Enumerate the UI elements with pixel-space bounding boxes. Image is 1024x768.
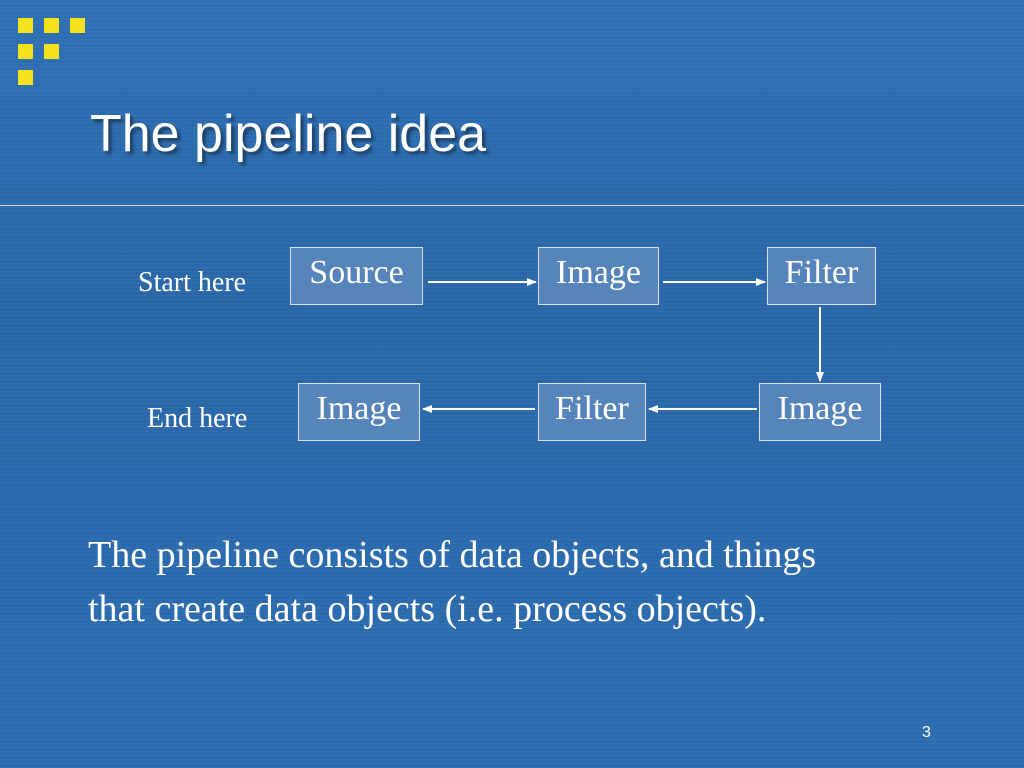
caption-line-1: The pipeline consists of data objects, a… — [88, 534, 817, 576]
logo-square — [18, 44, 33, 59]
logo-square — [70, 18, 85, 33]
node-image-2: Image — [759, 383, 881, 441]
title-divider — [0, 205, 1024, 206]
node-filter-2: Filter — [538, 383, 646, 441]
logo-squares — [0, 0, 100, 100]
logo-square — [44, 18, 59, 33]
start-label: Start here — [138, 267, 247, 298]
node-image-1: Image — [538, 247, 659, 305]
logo-square — [18, 18, 33, 33]
node-image-final: Image — [298, 383, 420, 441]
caption-line-2: that create data objects (i.e. process o… — [88, 588, 767, 630]
logo-square — [18, 70, 33, 85]
node-filter-1: Filter — [767, 247, 876, 305]
slide-caption: The pipeline consists of data objects, a… — [88, 528, 988, 636]
slide-title: The pipeline idea — [90, 105, 487, 163]
end-label: End here — [147, 403, 248, 434]
node-source: Source — [290, 247, 423, 305]
logo-square — [44, 44, 59, 59]
page-number: 3 — [922, 724, 931, 741]
